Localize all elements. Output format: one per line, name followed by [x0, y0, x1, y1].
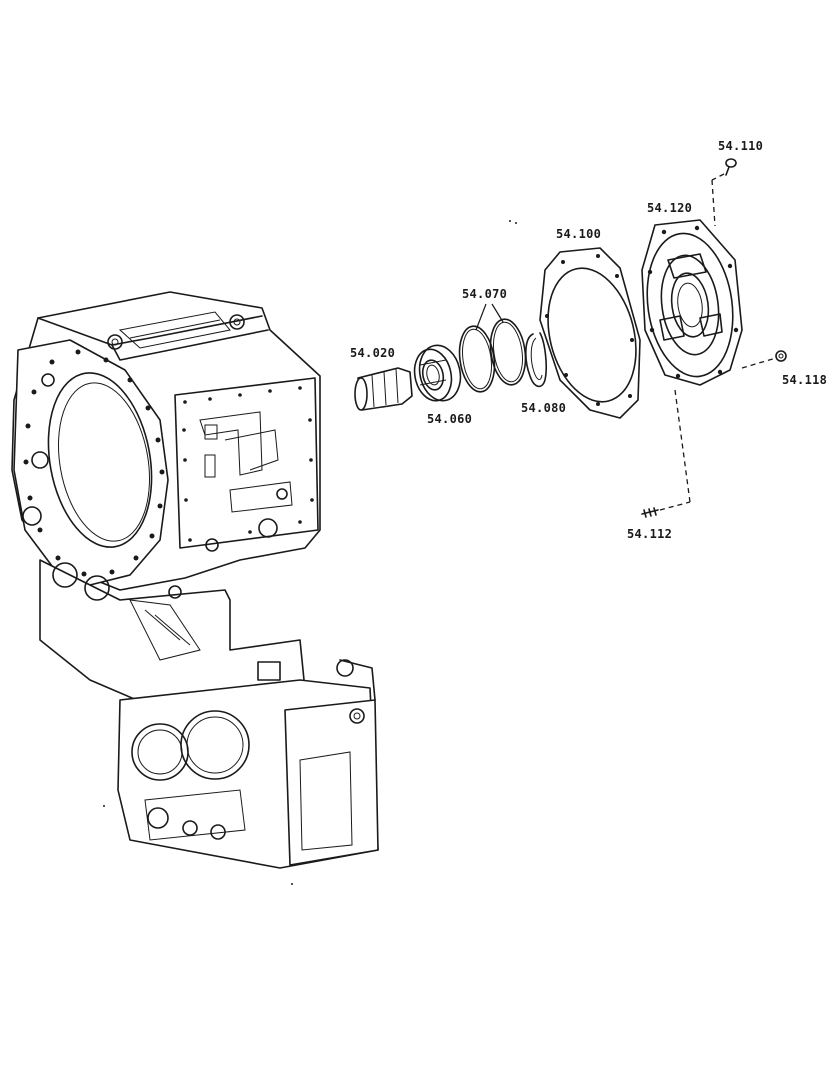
label-54-080: 54.080 — [521, 401, 566, 415]
label-54-120: 54.120 — [647, 201, 692, 215]
part-54-110-screw — [711, 158, 737, 227]
transmission-housing — [11, 291, 379, 869]
part-54-060-bearing — [413, 344, 462, 402]
part-labels: 54.110 54.120 54.100 54.070 54.020 54.06… — [350, 139, 827, 541]
label-54-070: 54.070 — [462, 287, 507, 301]
label-54-110: 54.110 — [718, 139, 763, 153]
part-54-080-snap-ring — [525, 332, 547, 388]
part-54-112-pin — [641, 389, 691, 518]
part-54-100-gasket — [539, 247, 641, 419]
part-54-070-rings — [458, 303, 527, 393]
label-54-118: 54.118 — [782, 373, 827, 387]
label-54-100: 54.100 — [556, 227, 601, 241]
part-54-020-shaft — [354, 367, 413, 411]
label-54-112: 54.112 — [627, 527, 672, 541]
part-54-120-cover — [641, 219, 743, 386]
part-54-118-plug — [741, 350, 787, 369]
label-54-060: 54.060 — [427, 412, 472, 426]
label-54-020: 54.020 — [350, 346, 395, 360]
speck-marks — [103, 220, 517, 885]
